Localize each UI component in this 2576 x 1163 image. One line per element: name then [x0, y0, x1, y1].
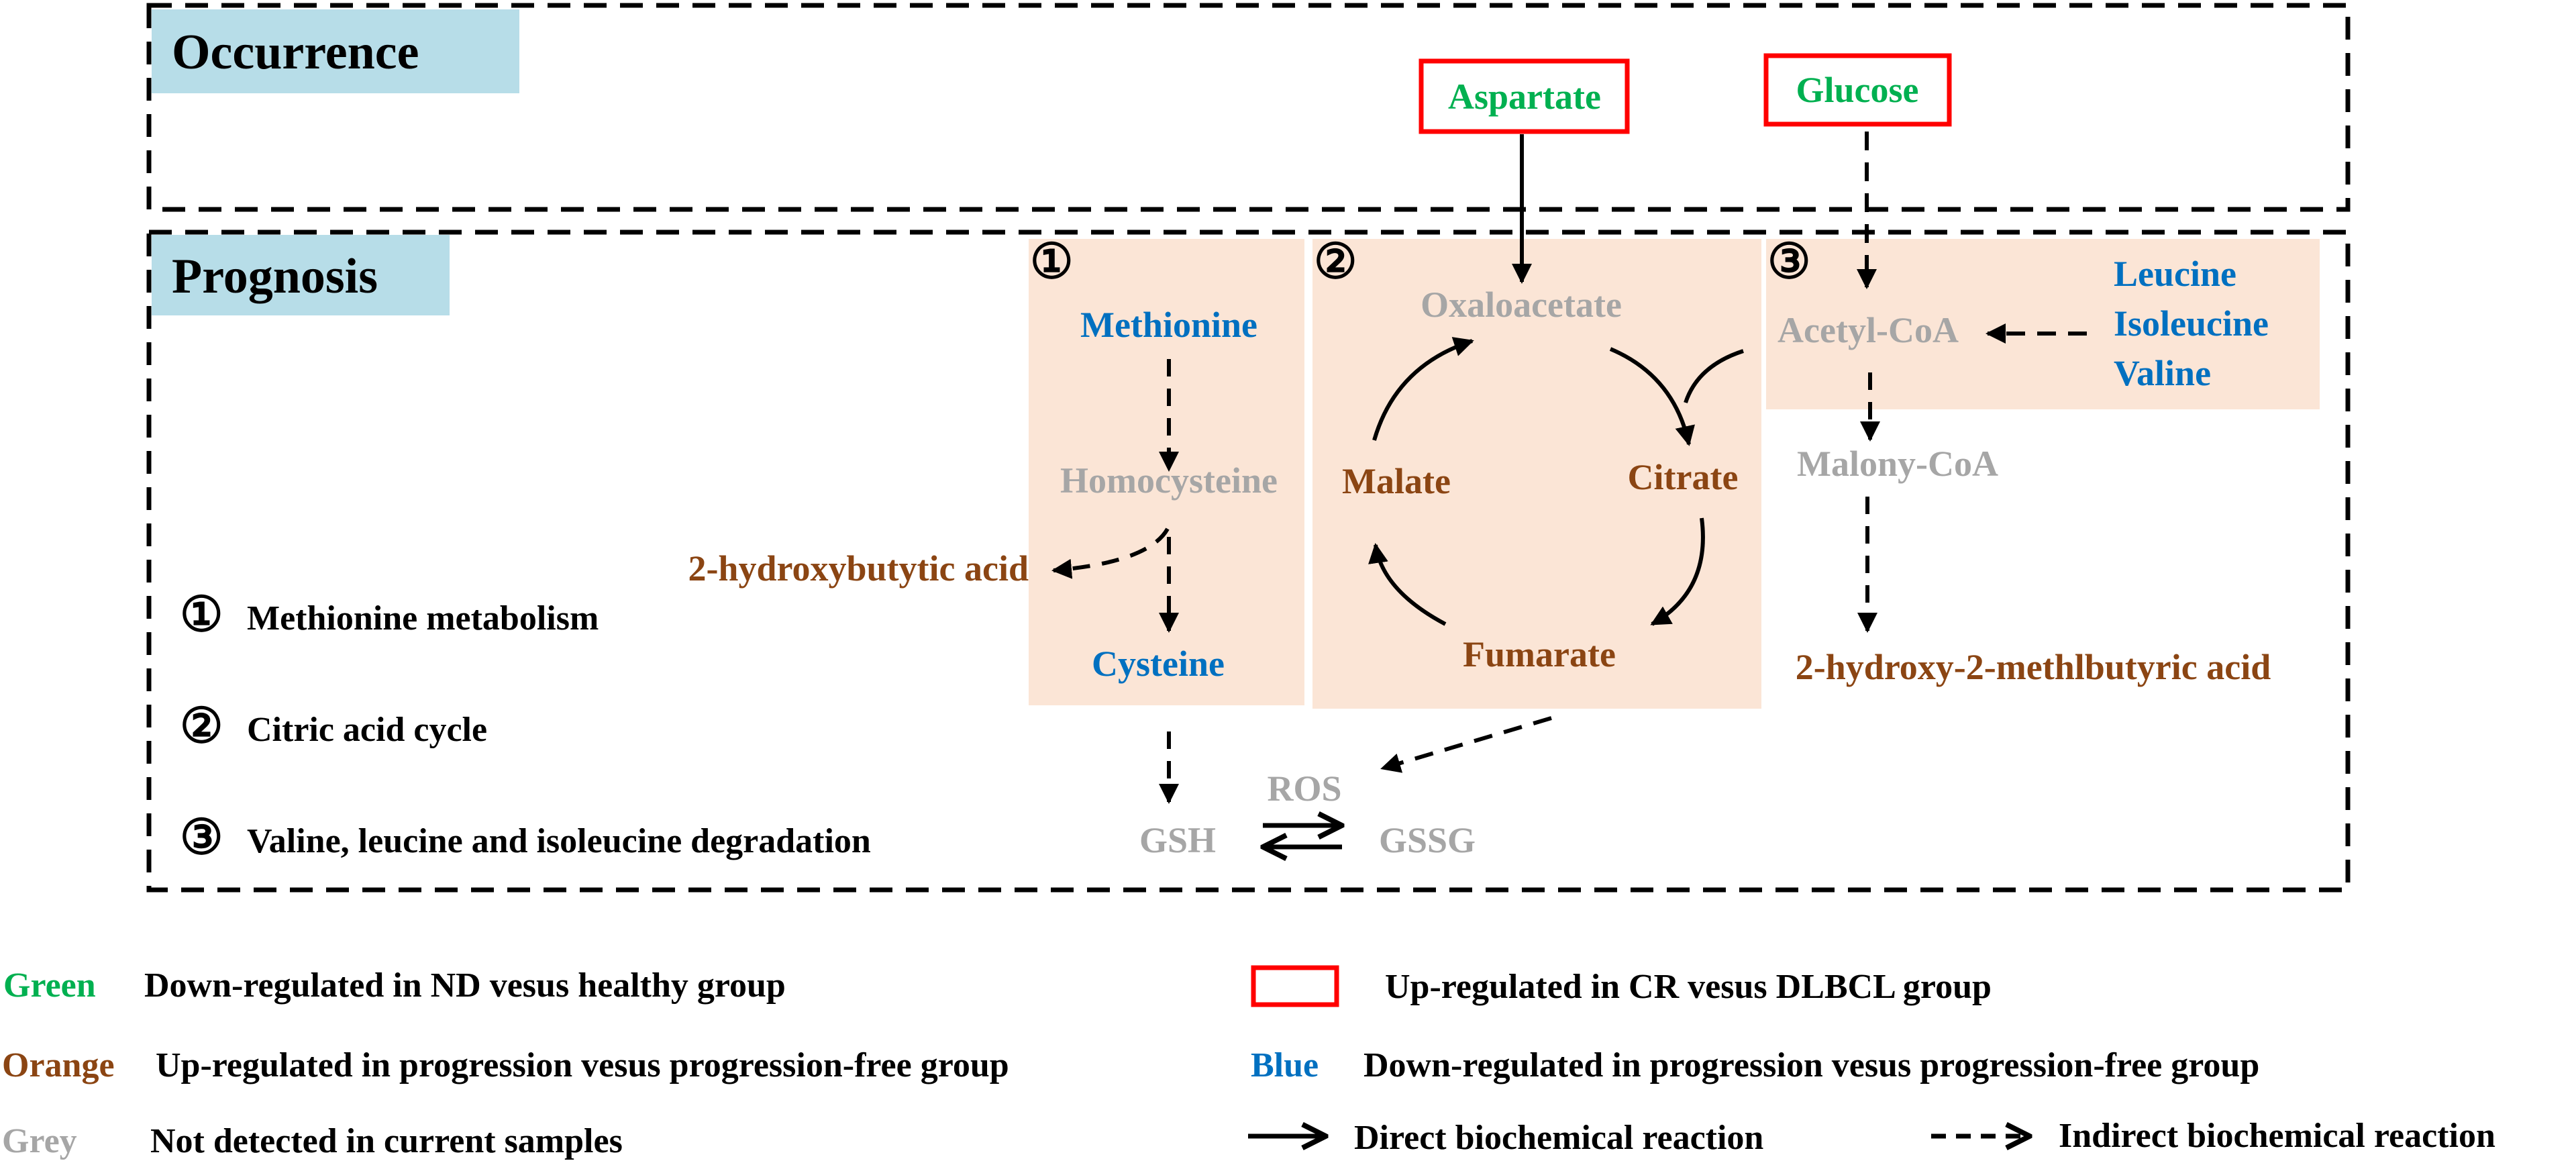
pathway-box-bcaa — [1766, 239, 2320, 409]
aspartate-label: Aspartate — [1448, 77, 1601, 117]
prognosis-header-bg — [152, 235, 450, 315]
pathway-key-marker-2: ② — [180, 699, 223, 753]
fumarate-label: Fumarate — [1463, 634, 1616, 674]
legend-green-label: Green — [3, 966, 96, 1005]
pathway-key-name-2: Citric acid cycle — [247, 711, 487, 749]
leucine-label: Leucine — [2114, 254, 2236, 294]
pathway-key-marker-3: ③ — [180, 811, 223, 864]
legend-blue-label: Blue — [1251, 1046, 1319, 1084]
acetylcoa-label: Acetyl-CoA — [1778, 310, 1959, 350]
pathway-marker-3: ③ — [1767, 235, 1811, 289]
citrate-label: Citrate — [1628, 457, 1739, 497]
hydroxymethyl-label: 2-hydroxy-2-methlbutyric acid — [1796, 647, 2271, 687]
legend-grey-label: Grey — [2, 1122, 77, 1160]
occurrence-header: Occurrence — [172, 25, 419, 80]
arrow-citrate-fumarate — [1650, 517, 1705, 626]
pathway-marker-2: ② — [1314, 235, 1357, 289]
pathway-key-name-1: Methionine metabolism — [247, 599, 599, 638]
arrow-oxaloacetate-citrate — [1609, 347, 1695, 446]
malonycoa-label: Malony-CoA — [1797, 444, 1998, 484]
legend-indirect-text: Indirect biochemical reaction — [2059, 1117, 2495, 1155]
pathway-key-name-3: Valine, leucine and isoleucine degradati… — [247, 822, 871, 860]
valine-label: Valine — [2114, 353, 2211, 393]
gssg-label: GSSG — [1379, 820, 1476, 860]
isoleucine-label: Isoleucine — [2114, 303, 2269, 344]
methionine-label: Methionine — [1080, 305, 1257, 345]
pathway-marker-1: ① — [1030, 235, 1074, 289]
hydroxybutytic-label: 2-hydroxybutytic acid — [688, 548, 1029, 589]
aspartate-box — [1419, 58, 1630, 134]
legend-grey-text: Not detected in current samples — [150, 1122, 623, 1160]
arrow-fumarate-malate — [1368, 543, 1447, 626]
arrow-fumarate-ros — [1380, 716, 1552, 773]
gsh-label: GSH — [1139, 820, 1216, 860]
occurrence-frame — [146, 3, 2351, 212]
legend-orange-label: Orange — [2, 1046, 115, 1084]
glucose-label: Glucose — [1796, 70, 1919, 110]
glucose-box — [1763, 53, 1952, 127]
oxaloacetate-label: Oxaloacetate — [1421, 285, 1622, 325]
legend-orange-text: Up-regulated in progression vesus progre… — [156, 1046, 1009, 1084]
prognosis-header: Prognosis — [172, 249, 378, 304]
malate-label: Malate — [1342, 461, 1451, 501]
legend-blue-text: Down-regulated in progression vesus prog… — [1363, 1046, 2260, 1084]
legend-direct-text: Direct biochemical reaction — [1354, 1119, 1764, 1157]
occurrence-header-bg — [152, 9, 519, 93]
arrow-malate-oxaloacetate — [1372, 337, 1474, 441]
pathway-key-marker-1: ① — [180, 588, 223, 642]
pathway-box-citric — [1312, 239, 1761, 709]
ros-label: ROS — [1267, 768, 1341, 809]
legend-green-text: Down-regulated in ND vesus healthy group — [144, 966, 786, 1005]
legend-red-box-symbol — [1251, 965, 1339, 1007]
prognosis-frame — [146, 230, 2351, 893]
arrow-acetylcoa-citrate — [1684, 349, 1744, 403]
arrow-homocysteine-hydroxybutytic — [1051, 527, 1170, 579]
legend-red-text: Up-regulated in CR vesus DLBCL group — [1385, 968, 1992, 1006]
cysteine-label: Cysteine — [1092, 644, 1225, 684]
homocysteine-label: Homocysteine — [1060, 460, 1278, 501]
